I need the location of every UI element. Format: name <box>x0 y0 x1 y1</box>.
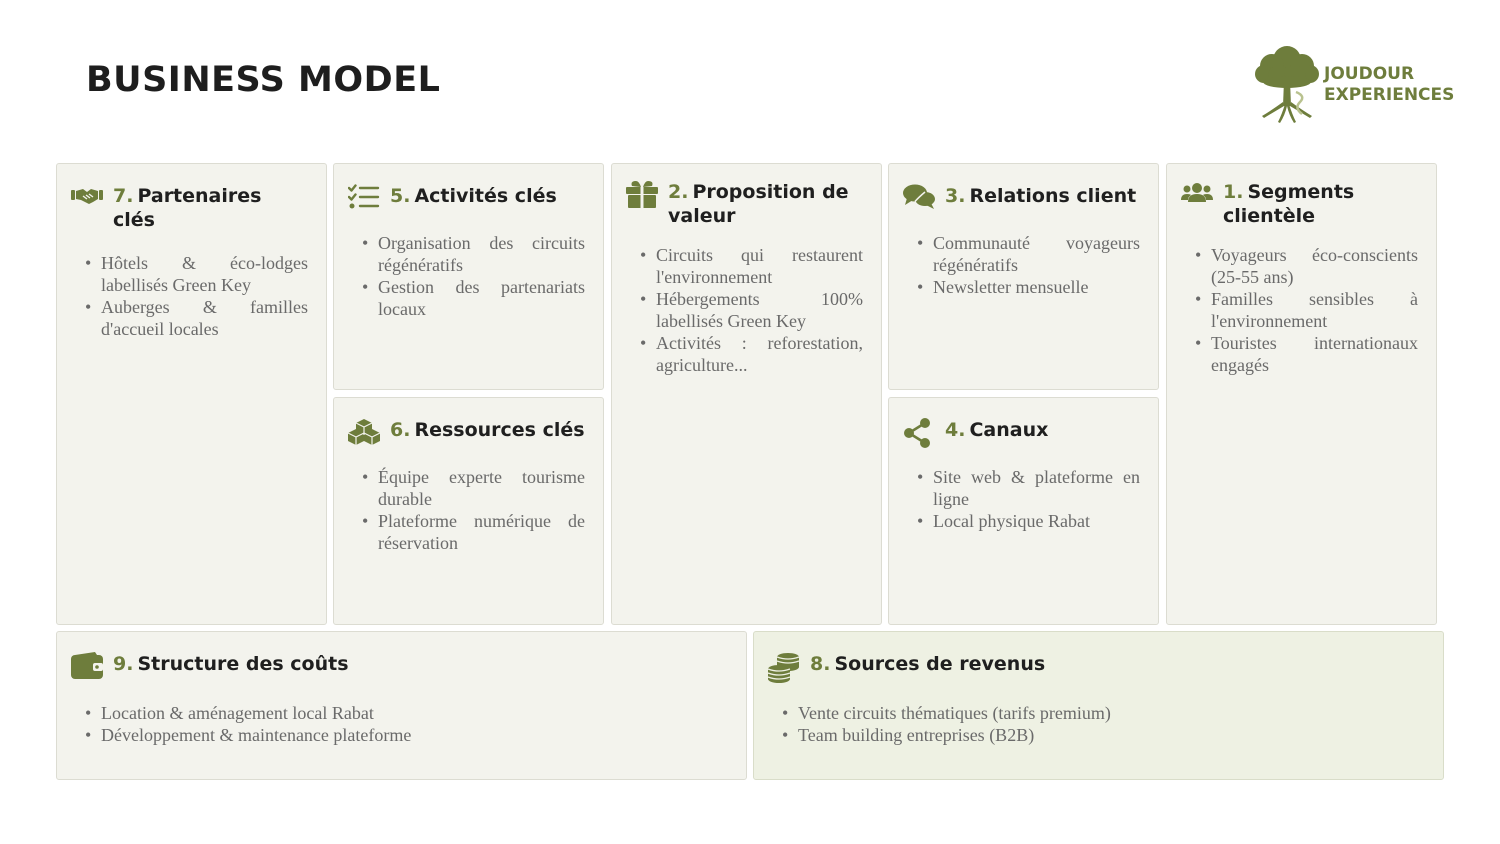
list-item: Développement & maintenance plateforme <box>85 724 728 746</box>
card-title: 1.Segments clientèle <box>1223 181 1355 227</box>
list-item: Communauté voyageurs régénératifs <box>917 232 1140 276</box>
bullet-list: Organisation des circuits régénératifs G… <box>348 232 585 320</box>
card-relations-client: 3.Relations client Communauté voyageurs … <box>888 163 1159 390</box>
bullet-list: Voyageurs éco-conscients (25-55 ans) Fam… <box>1181 244 1418 376</box>
list-item: Site web & plateforme en ligne <box>917 466 1140 510</box>
card-title: 4.Canaux <box>945 419 1049 441</box>
list-item: Gestion des partenariats locaux <box>362 276 585 320</box>
list-item: Vente circuits thématiques (tarifs premi… <box>782 702 1425 724</box>
handshake-icon <box>71 184 103 212</box>
checklist-icon <box>348 184 380 212</box>
list-item: Plateforme numérique de réservation <box>362 510 585 554</box>
list-item: Auberges & familles d'accueil locales <box>85 296 308 340</box>
bullet-list: Circuits qui restaurent l'environnement … <box>626 244 863 376</box>
list-item: Hôtels & éco-lodges labellisés Green Key <box>85 252 308 296</box>
bullet-list: Site web & plateforme en ligne Local phy… <box>903 466 1140 532</box>
bullet-list: Vente circuits thématiques (tarifs premi… <box>768 702 1425 746</box>
gift-icon <box>626 180 658 208</box>
bullet-list: Équipe experte tourisme durable Platefor… <box>348 466 585 554</box>
cubes-icon <box>348 418 380 446</box>
card-partenaires-cles: 7.Partenaires clés Hôtels & éco-lodges l… <box>56 163 327 625</box>
list-item: Familles sensibles à l'environnement <box>1195 288 1418 332</box>
users-icon <box>1181 180 1213 208</box>
list-item: Voyageurs éco-conscients (25-55 ans) <box>1195 244 1418 288</box>
chat-icon <box>903 184 935 212</box>
list-item: Location & aménagement local Rabat <box>85 702 728 724</box>
wallet-icon <box>71 652 103 680</box>
bullet-list: Communauté voyageurs régénératifs Newsle… <box>903 232 1140 298</box>
coins-icon <box>768 652 800 683</box>
list-item: Organisation des circuits régénératifs <box>362 232 585 276</box>
card-activites-cles: 5.Activités clés Organisation des circui… <box>333 163 604 390</box>
logo-line-2: EXPERIENCES <box>1324 85 1455 105</box>
card-title: 2.Proposition de valeur <box>668 181 849 227</box>
card-canaux: 4.Canaux Site web & plateforme en ligne … <box>888 397 1159 625</box>
card-structure-des-couts: 9.Structure des coûts Location & aménage… <box>56 631 747 780</box>
logo-line-1: JOUDOUR <box>1324 64 1415 84</box>
list-item: Local physique Rabat <box>917 510 1140 532</box>
card-proposition-de-valeur: 2.Proposition de valeur Circuits qui res… <box>611 163 882 625</box>
page-title: BUSINESS MODEL <box>86 60 441 100</box>
card-title: 7.Partenaires clés <box>113 185 262 231</box>
logo-text: JOUDOUR EXPERIENCES <box>1324 64 1454 106</box>
card-title: 9.Structure des coûts <box>113 653 349 675</box>
brand-logo: JOUDOUR EXPERIENCES <box>1252 40 1454 126</box>
card-title: 5.Activités clés <box>390 185 557 207</box>
bullet-list: Hôtels & éco-lodges labellisés Green Key… <box>71 252 308 340</box>
list-item: Newsletter mensuelle <box>917 276 1140 298</box>
tree-logo-icon <box>1255 46 1319 123</box>
list-item: Hébergements 100% labellisés Green Key <box>640 288 863 332</box>
list-item: Touristes internationaux engagés <box>1195 332 1418 376</box>
share-icon <box>903 418 935 448</box>
list-item: Activités : reforestation, agriculture..… <box>640 332 863 376</box>
card-sources-de-revenus: 8.Sources de revenus Vente circuits thém… <box>753 631 1444 780</box>
card-segments-clientele: 1.Segments clientèle Voyageurs éco-consc… <box>1166 163 1437 625</box>
card-title: 3.Relations client <box>945 185 1137 207</box>
card-title: 6.Ressources clés <box>390 419 585 441</box>
card-ressources-cles: 6.Ressources clés Équipe experte tourism… <box>333 397 604 625</box>
list-item: Circuits qui restaurent l'environnement <box>640 244 863 288</box>
list-item: Team building entreprises (B2B) <box>782 724 1425 746</box>
list-item: Équipe experte tourisme durable <box>362 466 585 510</box>
card-title: 8.Sources de revenus <box>810 653 1046 675</box>
bullet-list: Location & aménagement local Rabat Dével… <box>71 702 728 746</box>
